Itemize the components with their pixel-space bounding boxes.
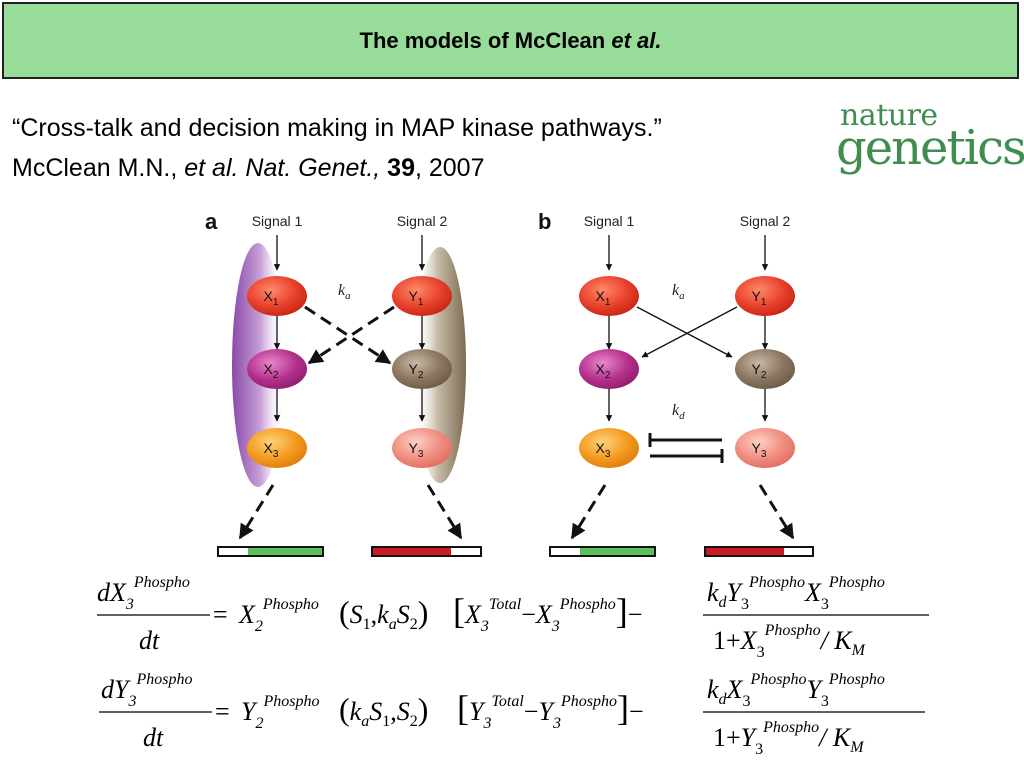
title-bar: The models of McClean et al. [2, 2, 1019, 79]
svg-text:X2: X2 [264, 361, 279, 381]
b-y-output-bar [704, 546, 814, 557]
svg-text:Y1: Y1 [752, 288, 767, 308]
eqx-rhs-numerator: kdY3PhosphoX3Phospho [707, 574, 885, 613]
eqx-paren-args: (S1,kaS2) [339, 594, 428, 633]
title-main: The models of McClean [359, 27, 612, 53]
eqx-equals: = [213, 600, 228, 629]
b-crosstalk-x1-y2 [636, 306, 733, 358]
a-node-y1: Y1 [392, 276, 452, 316]
eqy-lhs-numerator: dY3Phospho [101, 671, 192, 710]
b-crosstalk-y1-x2 [641, 306, 738, 358]
citation-volume: 39 [387, 154, 415, 182]
b-signal1-label: Signal 1 [584, 213, 635, 229]
nature-genetics-logo: nature genetics [836, 98, 1024, 190]
pathway-diagram: a Signal 1 Signal 2 ka X1 X2 X3 Y1 Y2 Y3 [0, 195, 1024, 565]
panel-b-label: b [538, 209, 551, 234]
citation-reference: McClean M.N., et al. Nat. Genet., 39, 20… [12, 148, 832, 188]
svg-text:X3: X3 [596, 440, 611, 460]
a-node-x3: X3 [247, 428, 307, 468]
eqx-bracket-term: [X3Total−X3Phospho]− [453, 591, 642, 635]
eqy-rhs-numerator: kdX3PhosphoY3Phospho [707, 671, 885, 710]
a-signal1-label: Signal 1 [252, 213, 303, 229]
svg-text:X2: X2 [596, 361, 611, 381]
citation-authors: McClean M.N., [12, 154, 185, 182]
a-node-x2: X2 [247, 349, 307, 389]
eqy-lhs-denominator: dt [143, 723, 164, 752]
a-signal2-label: Signal 2 [397, 213, 448, 229]
eqy-y2-term: Y2Phospho [241, 693, 319, 732]
b-ka-label: ka [672, 282, 685, 302]
citation-journal: Nat. Genet., [245, 154, 381, 182]
svg-text:X1: X1 [596, 288, 611, 308]
citation: “Cross-talk and decision making in MAP k… [12, 108, 832, 188]
b-node-x3: X3 [579, 428, 639, 468]
svg-text:Y3: Y3 [409, 440, 424, 460]
title-italic: et al. [611, 27, 662, 53]
eqx-lhs-numerator: dX3Phospho [97, 574, 190, 613]
equation-y3: dY3Phospho dt = Y2Phospho (kaS1,S2) [Y3T… [95, 665, 935, 757]
svg-text:Y2: Y2 [752, 361, 767, 381]
svg-text:X1: X1 [264, 288, 279, 308]
eqx-rhs-denominator: 1+X3Phospho/ KM [713, 622, 867, 660]
b-x-output-arrow [570, 484, 607, 540]
citation-etal: et al. [184, 154, 239, 182]
b-kd-label: kd [672, 402, 685, 422]
b-signal2-label: Signal 2 [740, 213, 791, 229]
a-y-output-arrow [426, 484, 463, 540]
svg-text:X3: X3 [264, 440, 279, 460]
citation-year: , 2007 [414, 154, 485, 182]
a-crosstalk-x1-y2 [304, 305, 392, 365]
svg-text:Y2: Y2 [409, 361, 424, 381]
a-node-x1: X1 [247, 276, 307, 316]
slide-title: The models of McClean et al. [360, 28, 662, 54]
equation-x3: dX3Phospho dt = X2Phospho (S1,kaS2) [X3T… [95, 568, 935, 660]
b-node-y1: Y1 [735, 276, 795, 316]
eqy-equals: = [215, 697, 230, 726]
panel-a-label: a [205, 209, 218, 234]
a-ka-label: ka [338, 282, 351, 302]
b-node-y2: Y2 [735, 349, 795, 389]
eqy-bracket-term: [Y3Total−Y3Phospho]− [457, 688, 644, 732]
a-x-output-arrow [238, 484, 275, 540]
a-y-output-bar [371, 546, 482, 557]
logo-nature: nature [840, 98, 938, 133]
b-node-x1: X1 [579, 276, 639, 316]
a-node-y2: Y2 [392, 349, 452, 389]
a-node-y3: Y3 [392, 428, 452, 468]
b-y-output-arrow [758, 484, 795, 540]
b-node-y3: Y3 [735, 428, 795, 468]
eqy-paren-args: (kaS1,S2) [339, 691, 428, 730]
citation-title: “Cross-talk and decision making in MAP k… [12, 114, 662, 142]
eqx-lhs-denominator: dt [139, 626, 160, 655]
a-crosstalk-y1-x2 [307, 305, 395, 365]
b-node-x2: X2 [579, 349, 639, 389]
eqx-x2-term: X2Phospho [238, 596, 319, 635]
svg-text:Y3: Y3 [752, 440, 767, 460]
logo-genetics: genetics [836, 120, 1024, 176]
svg-text:Y1: Y1 [409, 288, 424, 308]
b-mutual-inhibition [648, 433, 724, 463]
eqy-rhs-denominator: 1+Y3Phospho/ KM [713, 719, 865, 757]
a-x-output-bar [217, 546, 324, 557]
b-x-output-bar [549, 546, 656, 557]
